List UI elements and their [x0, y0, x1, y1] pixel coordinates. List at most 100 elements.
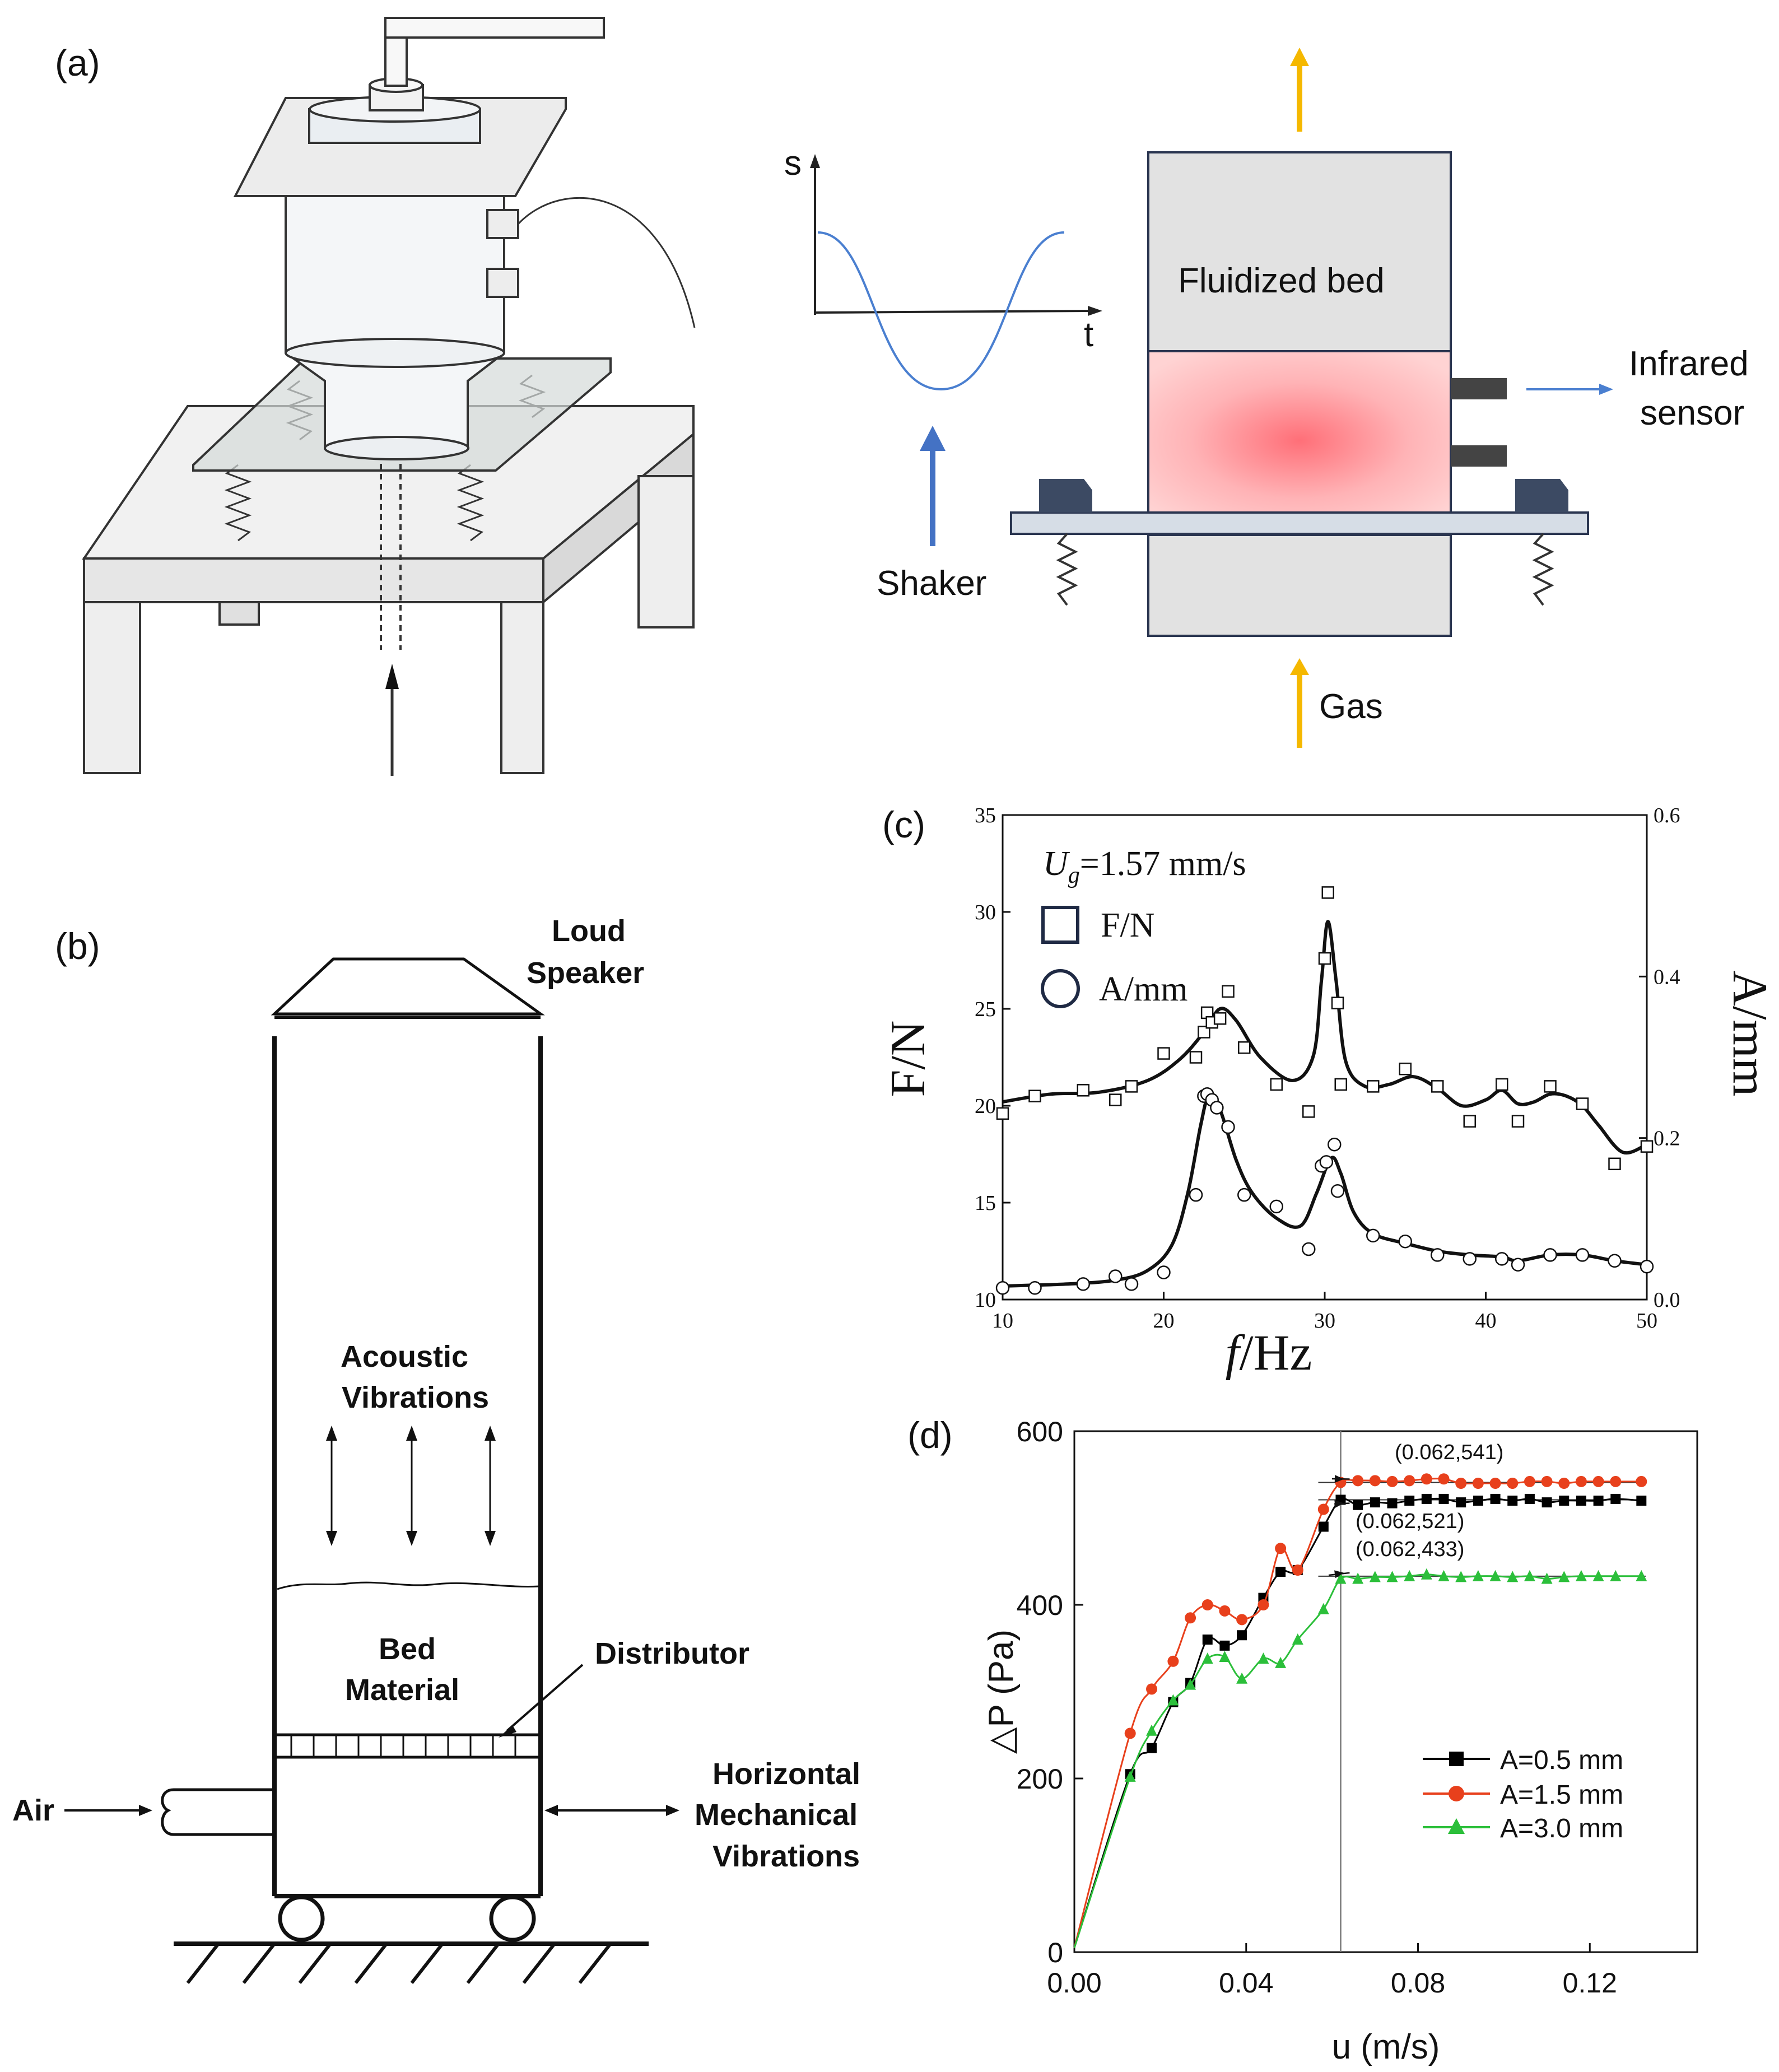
data-point-circle — [1328, 1137, 1342, 1152]
loud-speaker-label-1: Loud — [552, 914, 626, 948]
acoustic-label-1: Acoustic — [341, 1340, 468, 1373]
data-point-triangle — [1335, 1572, 1347, 1584]
y-tick-label-right: 0.4 — [1654, 965, 1680, 989]
data-point-triangle — [1146, 1724, 1158, 1736]
gas-in-arrow-icon — [1290, 658, 1309, 675]
data-point-square — [1421, 1493, 1432, 1504]
data-point-square — [1147, 1743, 1157, 1753]
data-point-square — [1331, 997, 1344, 1009]
data-point-circle — [1386, 1475, 1398, 1487]
data-point-triangle — [1236, 1672, 1248, 1684]
panel-d-label: (d) — [907, 1414, 953, 1456]
data-point-circle — [1167, 1655, 1179, 1667]
data-point-square — [1238, 1041, 1251, 1054]
annotation-label: (0.062,521) — [1356, 1510, 1464, 1533]
signal-axis-t: t — [1084, 315, 1093, 354]
annotation-value: =1.57 mm/s — [1080, 845, 1246, 883]
annotation-u: U — [1043, 845, 1070, 883]
data-point-circle — [1319, 1155, 1334, 1169]
chart-c-ylabel-right: A/mm — [1722, 971, 1777, 1097]
data-point-square — [1318, 952, 1331, 965]
data-point-square — [1213, 1012, 1227, 1025]
chart-c-series — [995, 886, 1654, 1295]
data-point-square — [1157, 1047, 1170, 1060]
legend-label-a05: A=0.5 mm — [1500, 1745, 1623, 1775]
data-point-triangle — [1524, 1570, 1535, 1581]
data-point-circle — [1292, 1565, 1303, 1576]
y-tick-label-right: 0.6 — [1654, 804, 1680, 827]
horizontal-label-1: Horizontal — [712, 1757, 860, 1791]
data-point-circle — [1541, 1475, 1553, 1487]
data-point-circle — [1511, 1258, 1525, 1272]
legend-label-f: F/N — [1101, 906, 1154, 944]
data-point-square — [1275, 1567, 1286, 1577]
data-point-triangle — [1369, 1571, 1381, 1582]
x-tick-label: 0.08 — [1391, 1967, 1445, 1999]
data-point-circle — [1404, 1475, 1415, 1487]
data-point-square — [1219, 1640, 1230, 1651]
fluidized-bed-schematic — [810, 48, 1613, 748]
data-point-square — [1511, 1115, 1525, 1128]
data-point-square — [1593, 1496, 1604, 1506]
legend-marker-circle — [1041, 969, 1080, 1008]
data-point-circle — [1236, 1614, 1248, 1626]
bed-material-label-2: Material — [345, 1673, 459, 1707]
data-point-square — [1524, 1493, 1535, 1504]
y-tick-label: 200 — [1017, 1763, 1063, 1795]
data-point-circle — [1201, 1599, 1213, 1610]
data-point-square — [1576, 1097, 1589, 1110]
data-point-circle — [1438, 1473, 1450, 1485]
data-point-square — [1576, 1496, 1586, 1506]
legend-label-a15: A=1.5 mm — [1500, 1780, 1623, 1810]
data-point-circle — [1124, 1728, 1136, 1739]
data-point-triangle — [1610, 1570, 1622, 1581]
data-point-triangle — [1185, 1678, 1196, 1690]
data-point-circle — [1610, 1475, 1622, 1487]
data-point-circle — [1463, 1252, 1477, 1266]
data-point-square — [1431, 1080, 1444, 1093]
data-point-circle — [1507, 1478, 1519, 1489]
data-point-square — [1610, 1493, 1621, 1504]
data-point-circle — [1608, 1254, 1622, 1268]
data-point-circle — [1543, 1248, 1557, 1262]
data-point-circle — [1472, 1478, 1484, 1489]
annotation-g: g — [1068, 863, 1080, 888]
data-point-square — [1542, 1497, 1552, 1508]
y-tick-label-left: 35 — [975, 804, 996, 827]
data-point-circle — [1189, 1188, 1203, 1202]
legend-label-a: A/mm — [1099, 970, 1187, 1008]
data-point-square — [1222, 985, 1235, 998]
data-point-square — [1370, 1497, 1380, 1508]
annotation-label: (0.062,541) — [1395, 1441, 1503, 1464]
data-point-square — [996, 1107, 1009, 1120]
x-tick-label: 0.12 — [1563, 1967, 1617, 1999]
panel-c-label: (c) — [882, 804, 925, 845]
y-tick-label-left: 15 — [975, 1191, 996, 1215]
data-point-square — [1028, 1089, 1041, 1102]
y-tick-label: 400 — [1017, 1590, 1063, 1621]
x-tick-label: 10 — [992, 1309, 1013, 1333]
infrared-label-2: sensor — [1640, 394, 1744, 432]
y-tick-label-left: 10 — [975, 1288, 996, 1312]
data-point-square — [1490, 1493, 1501, 1504]
data-point-triangle — [1558, 1571, 1570, 1582]
horizontal-label-2: Mechanical — [695, 1798, 858, 1832]
data-point-square — [1334, 1078, 1347, 1091]
data-point-circle — [1210, 1101, 1224, 1115]
data-point-square — [1608, 1157, 1621, 1171]
xlabel-hz: /Hz — [1240, 1325, 1312, 1381]
data-point-circle — [1398, 1234, 1412, 1249]
data-point-circle — [1124, 1277, 1139, 1291]
data-point-triangle — [1124, 1770, 1136, 1782]
shaker-arrow-icon — [920, 426, 946, 546]
chart-c-ylabel-left: F/N — [881, 1021, 935, 1097]
data-point-triangle — [1352, 1572, 1364, 1584]
legend-label-a30: A=3.0 mm — [1500, 1814, 1623, 1843]
data-point-triangle — [1258, 1652, 1269, 1664]
data-point-triangle — [1421, 1568, 1432, 1580]
distributor-label: Distributor — [595, 1637, 749, 1670]
